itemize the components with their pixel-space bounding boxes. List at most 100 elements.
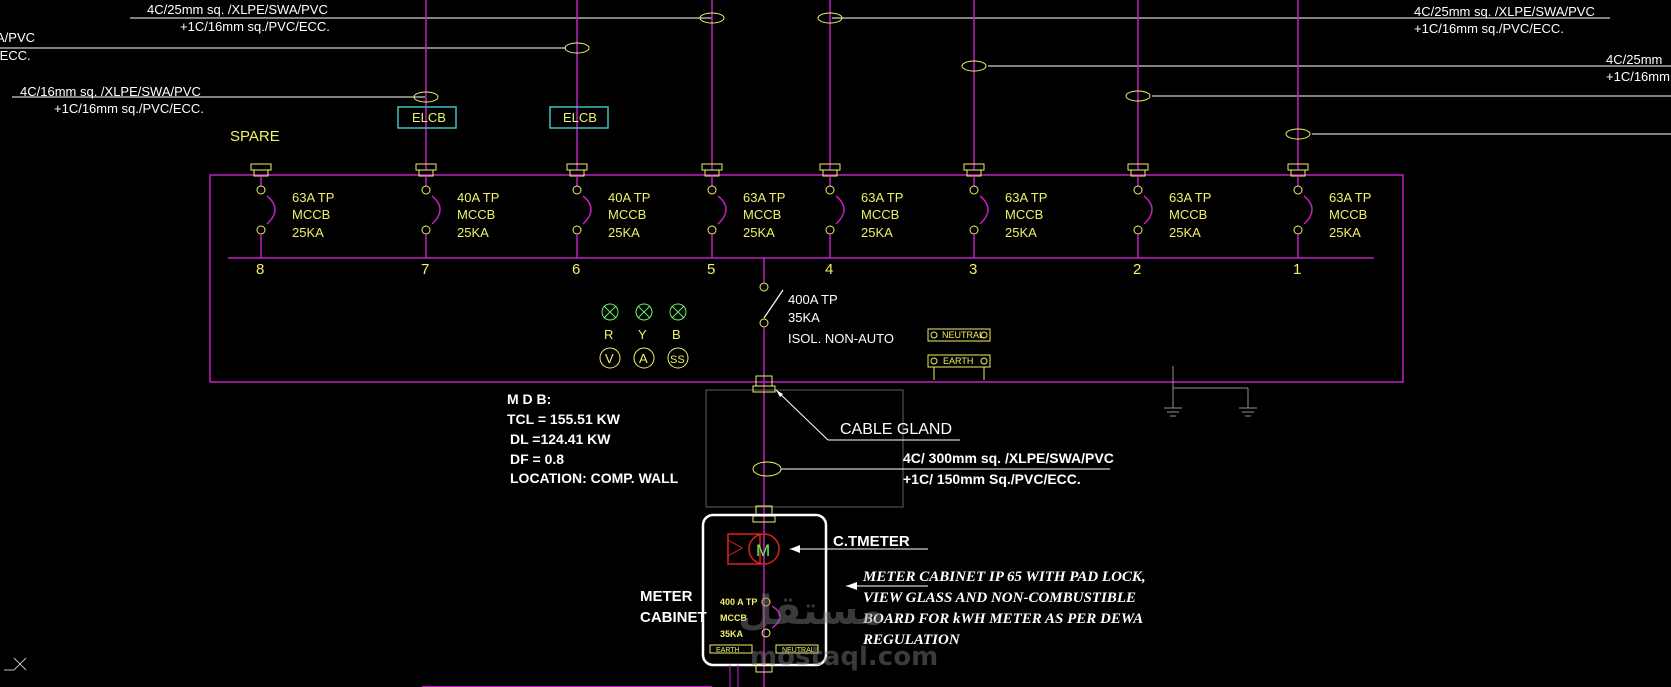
elcb-box-6: ELCB [549,106,609,129]
breaker-ka: 25KA [292,225,324,240]
breaker-type: MCCB [1169,207,1207,222]
lamp-b-icon [669,303,687,321]
mdb-info: M D B: TCL = 155.51 KW DL =124.41 KW DF … [507,391,679,486]
watermark: مستقل mostaql.com [738,588,938,672]
cabinet-note-line: REGULATION [862,632,961,648]
earth-symbol-icon [1164,366,1257,417]
meter-neutral-label: NEUTRAL [782,647,815,654]
breaker-rating: 63A TP [743,190,785,205]
meter-symbol: M [756,541,770,560]
cable-label: +1C/16mm sq./PVC/ECC. [1414,21,1564,36]
watermark-latin: mostaql.com [750,642,938,672]
ct-meter-icon: M [727,533,780,565]
ammeter-icon [633,347,655,369]
cable-callout-top-right-a: 4C/25mm sq. /XLPE/SWA/PVC +1C/16mm sq./P… [832,4,1610,36]
earth-bar: EARTH [927,354,991,380]
spare-label: SPARE [230,128,280,145]
breaker-1: 63A TP MCCB 25KA 1 [1287,163,1371,278]
breaker-rating: 63A TP [861,190,903,205]
voltmeter-label: V [605,351,614,366]
cabinet-note-line: METER CABINET IP 65 WITH PAD LOCK, [862,569,1146,585]
cable-callout-top-left-b: A/PVC /ECC. [0,30,566,63]
neutral-bar: NEUTRAL [927,328,991,342]
breaker-ka: 25KA [457,225,489,240]
breaker-number: 8 [256,261,264,278]
cable-callout-left-c: 4C/16mm sq. /XLPE/SWA/PVC +1C/16mm sq./P… [12,84,425,116]
breaker-ka: 25KA [608,225,640,240]
elcb-box-7: ELCB [397,106,457,129]
breaker-type: MCCB [608,207,646,222]
breaker-rating: 63A TP [1169,190,1211,205]
breaker-ka: 25KA [1005,225,1037,240]
selector-switch-icon [667,347,689,369]
breaker-number: 3 [969,261,977,278]
cable-label: 4C/25mm sq. /XLPE/SWA/PVC [1414,4,1595,19]
cabinet-note: METER CABINET IP 65 WITH PAD LOCK, VIEW … [846,569,1146,648]
mdb-title: M D B: [507,391,551,407]
breaker-ka: 25KA [1169,225,1201,240]
selector-label: SS [670,354,685,366]
breaker-rating: 63A TP [292,190,334,205]
meter-cabinet-label: CABINET [640,609,707,626]
breaker-2: 63A TP MCCB 25KA 2 [1127,163,1211,278]
ammeter-label: A [639,351,648,366]
neutral-label: NEUTRAL [942,330,984,340]
meter-breaker-type: MCCB [720,613,747,623]
cable-ellipses [413,12,1311,140]
breaker-rating: 63A TP [1005,190,1047,205]
isolator-type: ISOL. NON-AUTO [788,331,894,346]
earth-label: EARTH [943,356,973,366]
breaker-type: MCCB [1005,207,1043,222]
cable-label: +1C/16mm sq./PVC/ECC. [54,101,204,116]
breaker-number: 2 [1133,261,1141,278]
isolator-rating: 400A TP [788,292,838,307]
breaker-type: MCCB [1329,207,1367,222]
elcb-label: ELCB [563,110,597,125]
breaker-ka: 25KA [1329,225,1361,240]
breaker-3: 63A TP MCCB 25KA 3 [963,163,1047,278]
breaker-rating: 40A TP [608,190,650,205]
cable-label: +1C/16mm [1606,69,1670,84]
lamp-r-icon [601,303,619,321]
breaker-type: MCCB [861,207,899,222]
breaker-number: 7 [421,261,429,278]
ucs-icon [4,657,27,671]
cable-label: A/PVC [0,30,35,45]
breaker-ka: 25KA [861,225,893,240]
breaker-row: 63A TP MCCB 25KA 8 40A TP MCCB 25KA 7 40A TP MCCB… [250,163,1371,278]
cable-gland-label: CABLE GLAND [840,421,952,438]
breaker-number: 1 [1293,261,1301,278]
mdb-enclosure [209,174,1404,383]
meter-earth-label: EARTH [716,647,740,654]
incoming-cable-label: +1C/ 150mm Sq./PVC/ECC. [903,471,1081,487]
cable-label: 4C/25mm sq. /XLPE/SWA/PVC [147,2,328,17]
cable-callout-top-right-b: 4C/25mm +1C/16mm [988,52,1671,135]
elcb-label: ELCB [412,110,446,125]
mdb-dl: DL =124.41 KW [510,431,611,447]
breaker-type: MCCB [292,207,330,222]
meter-breaker-ka: 35KA [720,629,744,639]
lamp-r-label: R [604,327,613,342]
cable-label: /ECC. [0,48,31,63]
breaker-rating: 63A TP [1329,190,1371,205]
lamp-b-label: B [672,327,681,342]
cable-callout-top-left-a: 4C/25mm sq. /XLPE/SWA/PVC +1C/16mm sq./P… [130,2,712,34]
cabinet-note-line: VIEW GLASS AND NON-COMBUSTIBLE [863,590,1136,606]
watermark-arabic: مستقل [738,588,884,634]
breaker-number: 6 [572,261,580,278]
cable-label: 4C/25mm [1606,52,1662,67]
lamp-y-label: Y [638,327,647,342]
ct-meter-label: C.TMETER [833,533,910,550]
incoming-cable-label: 4C/ 300mm sq. /XLPE/SWA/PVC [903,450,1114,466]
breaker-type: MCCB [457,207,495,222]
breaker-ka: 25KA [743,225,775,240]
breaker-number: 5 [707,261,715,278]
indicator-lamps: R Y B V A SS [599,303,689,369]
breaker-6: 40A TP MCCB 25KA 6 [566,163,650,278]
voltmeter-icon [599,347,621,369]
breaker-8: 63A TP MCCB 25KA 8 [250,163,334,278]
